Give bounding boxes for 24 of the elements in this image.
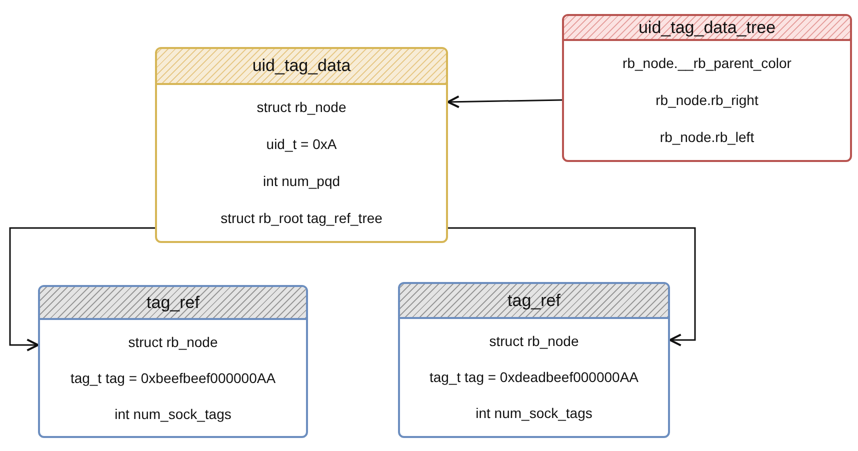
field-text: struct rb_node — [256, 98, 346, 117]
table-box — [562, 14, 852, 162]
table-box — [155, 47, 448, 243]
table-header: tag_ref — [40, 287, 306, 320]
field-text: rb_node.rb_left — [660, 128, 754, 147]
table-header: uid_tag_data — [157, 49, 446, 85]
field-text: int num_pqd — [262, 172, 340, 191]
field-text: struct rb_node — [489, 332, 579, 351]
field-text: rb_node.__rb_parent_color — [622, 54, 792, 73]
arrow — [9, 227, 155, 352]
arrow — [448, 227, 696, 346]
field-text: uid_t = 0xA — [266, 135, 337, 154]
field-text: rb_node.rb_right — [656, 91, 758, 110]
table-box — [38, 285, 308, 438]
field-text: struct rb_root tag_ref_tree — [220, 209, 382, 228]
field-text: int num_sock_tags — [114, 404, 232, 424]
arrow — [447, 95, 562, 108]
table-header: tag_ref — [400, 284, 668, 319]
field-text: int num_sock_tags — [476, 404, 592, 424]
table-header: uid_tag_data_tree — [564, 16, 850, 41]
table-box — [398, 282, 670, 438]
field-text: struct rb_node — [128, 332, 218, 352]
field-text: tag_t tag = 0xbeefbeef000000AA — [70, 368, 276, 388]
field-text: tag_t tag = 0xdeadbeef000000AA — [429, 368, 638, 387]
